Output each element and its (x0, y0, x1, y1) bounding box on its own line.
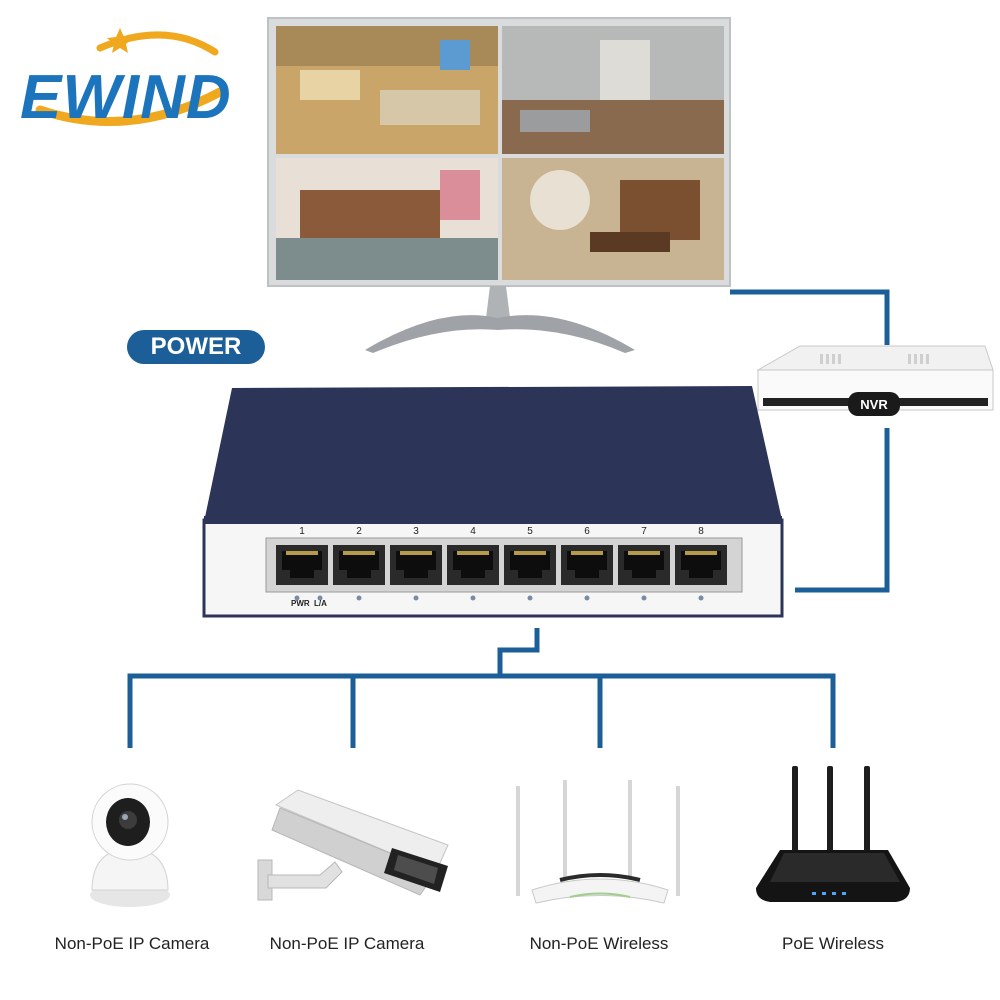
link-led-label: L/A (314, 599, 327, 608)
device-label-2: Non-PoE IP Camera (269, 934, 425, 953)
rj45-port (447, 545, 499, 585)
link-led (413, 595, 419, 601)
device-bus-line (127, 673, 836, 748)
switch-drop-line (497, 628, 540, 676)
rj45-port (675, 545, 727, 585)
rj45-port (618, 545, 670, 585)
monitor-icon (267, 17, 731, 353)
link-led (698, 595, 704, 601)
nvr-label: NVR (860, 397, 888, 412)
brand-logo: EWIND (12, 28, 257, 138)
rj45-port (561, 545, 613, 585)
link-led (584, 595, 590, 601)
power-led (294, 595, 300, 601)
device-label-4: PoE Wireless (781, 934, 885, 953)
device-label-1: Non-PoE IP Camera (54, 934, 210, 953)
link-led (317, 595, 323, 601)
rj45-port (390, 545, 442, 585)
rj45-port (276, 545, 328, 585)
nvr-switch-line (795, 428, 890, 593)
port-number: 2 (356, 526, 362, 537)
cctv-screen (276, 26, 724, 280)
link-led (470, 595, 476, 601)
port-number: 4 (470, 526, 476, 537)
link-led (641, 595, 647, 601)
switch-leds (294, 595, 704, 601)
pwr-led-label: PWR (291, 599, 310, 608)
switch-ports (276, 545, 727, 585)
monitor-nvr-line (730, 289, 890, 345)
nvr-icon (756, 345, 994, 416)
device-label-3: Non-PoE Wireless (529, 934, 669, 953)
logo-text: EWIND (20, 63, 232, 132)
connector-lines (127, 289, 890, 748)
link-led (527, 595, 533, 601)
poe-switch-icon (202, 386, 784, 618)
logo-swoosh-icon (35, 28, 225, 126)
wireless-router-icon (516, 780, 680, 904)
dome-camera-icon (90, 783, 170, 907)
port-number: 7 (641, 526, 647, 537)
port-number: 3 (413, 526, 419, 537)
port-number: 5 (527, 526, 533, 537)
link-led (356, 595, 362, 601)
power-badge: POWER (127, 330, 265, 364)
port-number: 1 (299, 526, 305, 537)
port-number: 8 (698, 526, 704, 537)
wireless-router-icon (756, 766, 910, 902)
rj45-port (504, 545, 556, 585)
port-number: 6 (584, 526, 590, 537)
rj45-port (333, 545, 385, 585)
bullet-camera-icon (257, 789, 449, 901)
